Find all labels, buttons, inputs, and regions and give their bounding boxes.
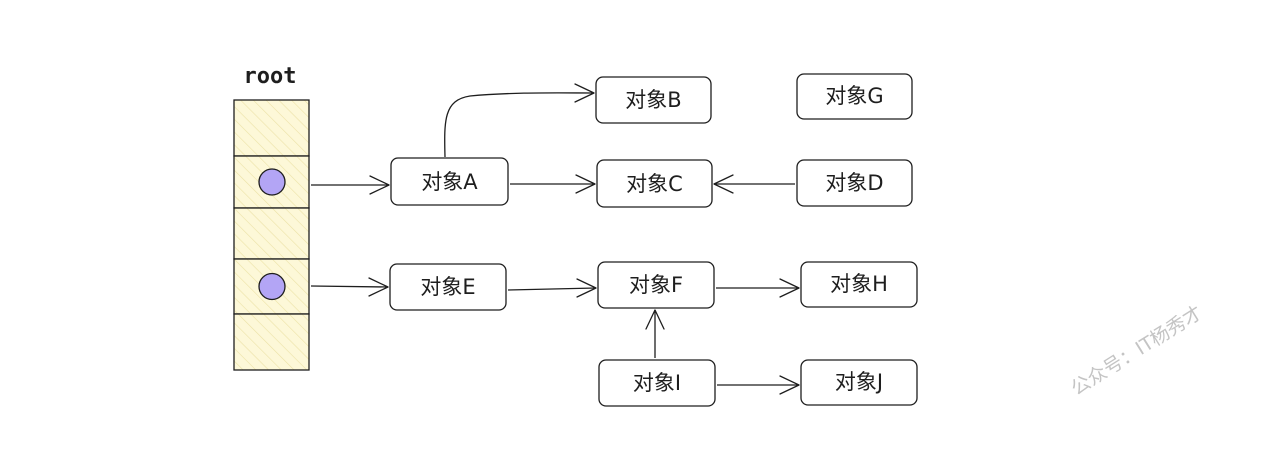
node-J: 对象J	[800, 359, 918, 406]
node-I-label: 对象I	[633, 371, 681, 395]
root-label: root	[244, 64, 297, 89]
node-D-label: 对象D	[825, 171, 883, 195]
node-G: 对象G	[796, 73, 913, 120]
edge-A-to-B	[444, 83, 595, 158]
node-G-label: 对象G	[825, 84, 883, 108]
node-J-label: 对象J	[835, 370, 883, 394]
node-E: 对象E	[389, 263, 507, 311]
edge-I-to-F	[645, 309, 665, 358]
watermark-text: 公众号：IT杨秀才	[1067, 302, 1206, 400]
node-A-label: 对象A	[421, 170, 478, 194]
root-stack: root	[233, 64, 310, 371]
root-slot-4	[233, 313, 310, 371]
root-ref-dot-1	[258, 168, 286, 196]
node-C-label: 对象C	[626, 172, 683, 196]
node-E-label: 对象E	[420, 275, 475, 299]
edge-A-to-C	[510, 174, 596, 194]
node-F-label: 对象F	[629, 273, 683, 297]
root-ref-dot-3	[258, 272, 286, 301]
root-slot-2	[233, 207, 310, 260]
node-D: 对象D	[796, 159, 913, 207]
node-H-label: 对象H	[830, 272, 888, 296]
edge-I-to-J	[717, 375, 800, 395]
edge-D-to-C	[713, 174, 795, 194]
node-C: 对象C	[596, 159, 713, 208]
node-B: 对象B	[595, 76, 712, 124]
node-F: 对象F	[597, 261, 715, 309]
node-H: 对象H	[800, 261, 918, 308]
node-A: 对象A	[390, 157, 509, 206]
node-I: 对象I	[598, 359, 716, 407]
node-B-label: 对象B	[625, 88, 681, 112]
edge-root-3-to-E	[310, 277, 389, 297]
object-nodes: 对象A 对象B 对象C 对象D 对象E 对象F 对象G 对象H	[389, 73, 918, 407]
edge-E-to-F	[507, 278, 597, 298]
edge-root-1-to-A	[311, 175, 390, 195]
root-slot-0	[233, 99, 310, 157]
edge-F-to-H	[716, 278, 800, 298]
edges	[310, 83, 800, 395]
